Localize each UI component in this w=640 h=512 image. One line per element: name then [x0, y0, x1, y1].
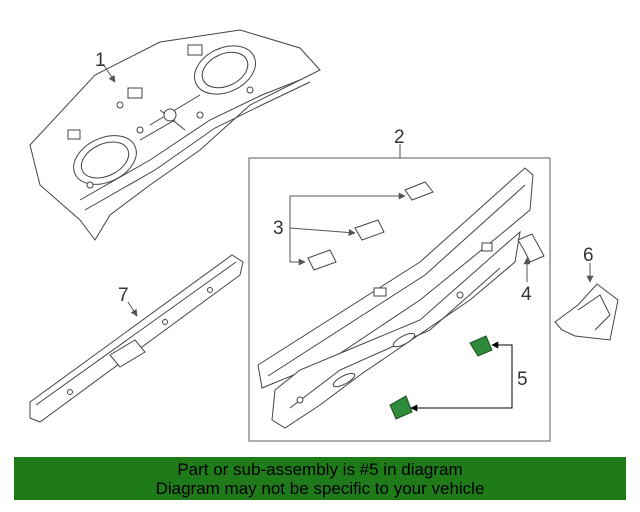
callout-4: 4: [521, 284, 532, 305]
callout-1: 1: [95, 50, 106, 71]
part-5-highlighted-brackets: [389, 335, 493, 420]
callout-6: 6: [583, 245, 594, 266]
banner-line-1: Part or sub-assembly is #5 in diagram: [177, 460, 463, 479]
part-7-reinforcement: [29, 254, 244, 423]
part-2-rear-panel: [257, 167, 534, 429]
banner-line-2: Diagram may not be specific to your vehi…: [155, 479, 485, 498]
leader-lines: [102, 63, 594, 412]
callout-2: 2: [394, 127, 405, 148]
callout-3: 3: [273, 218, 284, 239]
info-banner: Part or sub-assembly is #5 in diagram Di…: [14, 457, 626, 500]
part-3-brackets: [307, 181, 434, 271]
parts-diagram: 1 2 3 4 5 6 7: [29, 29, 619, 442]
part-4-bracket: [517, 233, 545, 263]
callout-5: 5: [517, 369, 528, 390]
part-6-bracket-detail: [577, 294, 611, 331]
part-1-rear-parcel-shelf: [29, 29, 321, 241]
callout-7: 7: [118, 285, 129, 306]
part-6-bracket: [554, 283, 619, 341]
